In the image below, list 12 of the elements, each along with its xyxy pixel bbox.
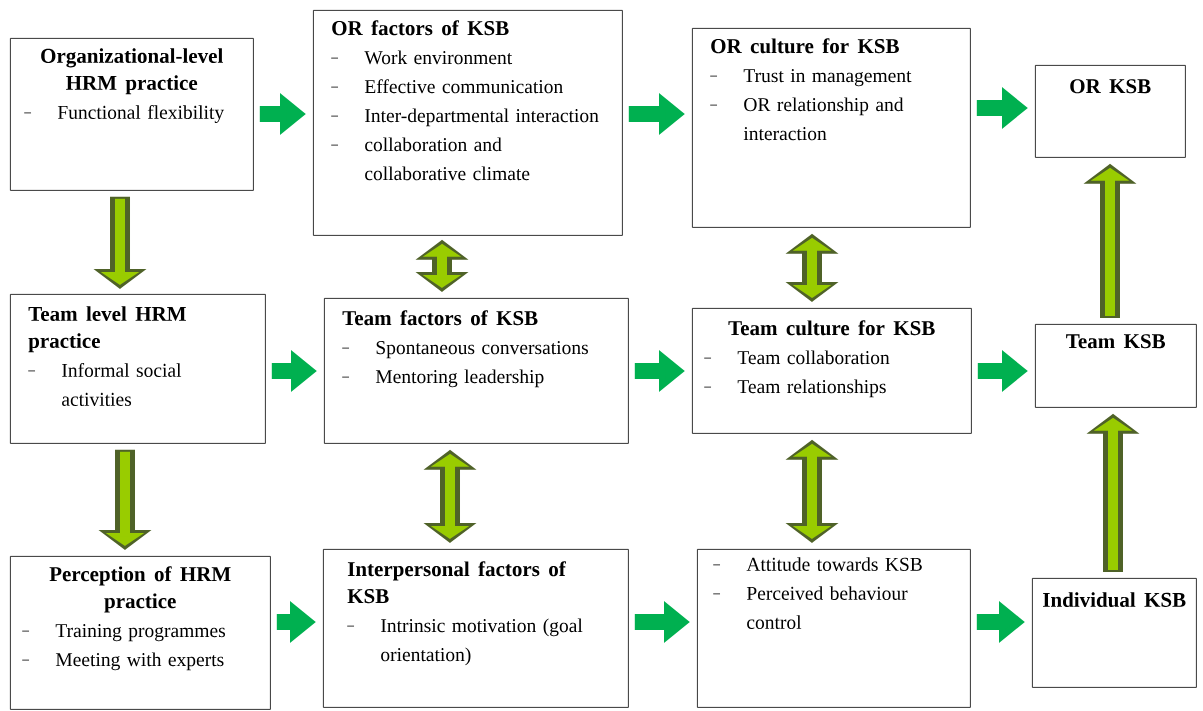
process-box: OR culture for KSB Trust in management OR relationship and interaction [692, 28, 971, 228]
process-box: Team factors of KSB Spontaneous conversations Mentoring leadership [324, 298, 629, 444]
process-box: OR factors of KSB Work environment Effective communication Inter-departmental interaction collaboration and collaborative climate [313, 10, 623, 236]
process-box: Team culture for KSB Team collaboration Team relationships [692, 308, 972, 434]
process-box: Interpersonal factors of KSB Intrinsic motivation (goal orientation) [323, 549, 629, 708]
process-box: Team KSB [1035, 324, 1197, 408]
process-box: Perception of HRM practice Training programmes Meeting with experts [10, 556, 271, 710]
process-box: Team level HRM practice Informal social activities [10, 294, 266, 444]
process-box: OR KSB [1035, 65, 1186, 158]
process-box: Attitude towards KSB Perceived behaviour control [697, 549, 971, 708]
process-box: Individual KSB [1032, 578, 1197, 688]
process-box: Organizational-level HRM practice Functional flexibility [10, 38, 254, 191]
